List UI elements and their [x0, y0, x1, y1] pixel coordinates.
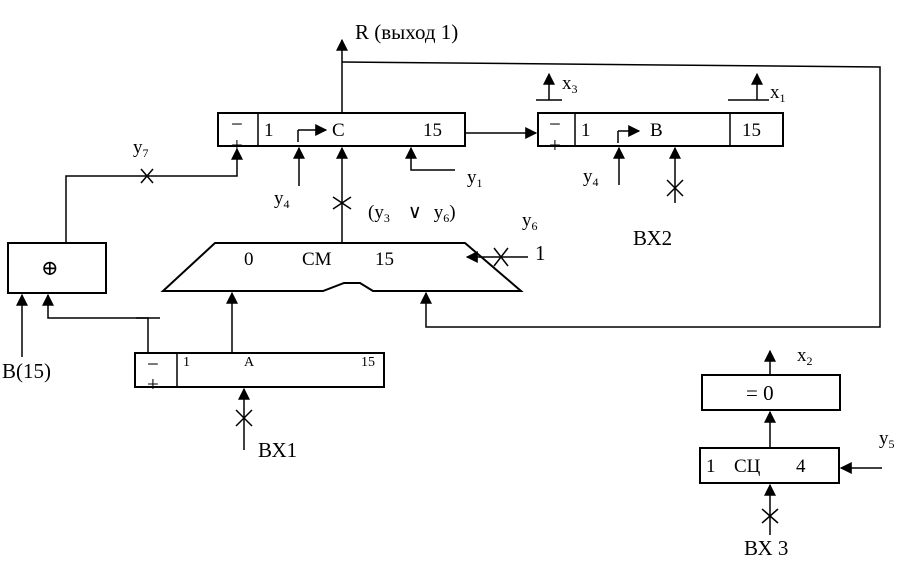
register-a-name: A: [244, 355, 255, 370]
adder-right-bit: 15: [375, 249, 394, 270]
input-1-label: ВХ1: [258, 438, 297, 462]
y4-label-b: y4: [583, 166, 599, 189]
zero-detector: = 0: [701, 374, 841, 411]
adder-name: CM: [302, 249, 332, 270]
register-c-right-bit: 15: [423, 120, 442, 141]
x2-label: x2: [797, 345, 813, 368]
register-c-minus-sign: −: [231, 112, 243, 136]
wire-y1-to-c: [405, 146, 455, 171]
adder-cm: 0 CM 15: [160, 242, 524, 292]
condition-label: (y3∨y6): [368, 202, 456, 225]
wire-a-sign-to-xor: [42, 293, 149, 353]
xor-gate: ⊕: [7, 242, 107, 294]
register-a-right-bit: 15: [361, 355, 375, 370]
cross-y6-b: [493, 247, 509, 267]
x1-label: x1: [770, 82, 786, 105]
zero-detector-label: = 0: [746, 381, 774, 405]
register-c-plus-sign: +: [231, 133, 243, 157]
counter-sc: 1 СЦ 4: [699, 447, 840, 484]
cross-y7-b: [140, 168, 154, 184]
input-2-label: ВХ2: [633, 226, 672, 250]
carry-one-label: 1: [535, 241, 546, 265]
y7-label: y7: [133, 137, 149, 160]
register-b: − + 1 B 15: [537, 112, 784, 157]
register-a: − + 1 A 15: [134, 352, 385, 396]
input-3-label: ВХ 3: [744, 536, 788, 560]
register-a-minus-sign: −: [147, 352, 159, 376]
wire-y7-to-c-sign: [65, 147, 243, 243]
register-a-left-bit: 1: [183, 355, 190, 370]
adder-left-bit: 0: [244, 249, 254, 270]
register-a-plus-sign: +: [147, 372, 159, 396]
register-b-name: B: [650, 120, 663, 141]
cross-y3-y6-b: [332, 196, 352, 210]
wire-feedback-r: [341, 61, 881, 328]
y4-label-c: y4: [274, 188, 290, 211]
output-r-label: R (выход 1): [355, 20, 458, 44]
register-b-plus-sign: +: [549, 133, 561, 157]
y6-label: y6: [522, 210, 538, 233]
cross-in1-b: [235, 409, 253, 427]
y5-label: y5: [879, 428, 895, 451]
register-b-minus-sign: −: [549, 112, 561, 136]
counter-name: СЦ: [734, 456, 761, 477]
x3-label: x3: [562, 73, 578, 96]
register-b-right-bit: 15: [742, 120, 761, 141]
register-b-left-bit: 1: [581, 120, 591, 141]
cross-in3-b: [761, 508, 779, 524]
y1-label: y1: [467, 167, 483, 190]
xor-symbol: ⊕: [41, 256, 59, 280]
cross-in2-b: [666, 179, 684, 197]
register-c-name: C: [332, 120, 345, 141]
b15-label: B(15): [2, 359, 51, 383]
register-c-left-bit: 1: [264, 120, 274, 141]
register-c: − + 1 C 15: [217, 112, 466, 157]
counter-right-bit: 4: [796, 456, 806, 477]
counter-left-bit: 1: [706, 456, 716, 477]
